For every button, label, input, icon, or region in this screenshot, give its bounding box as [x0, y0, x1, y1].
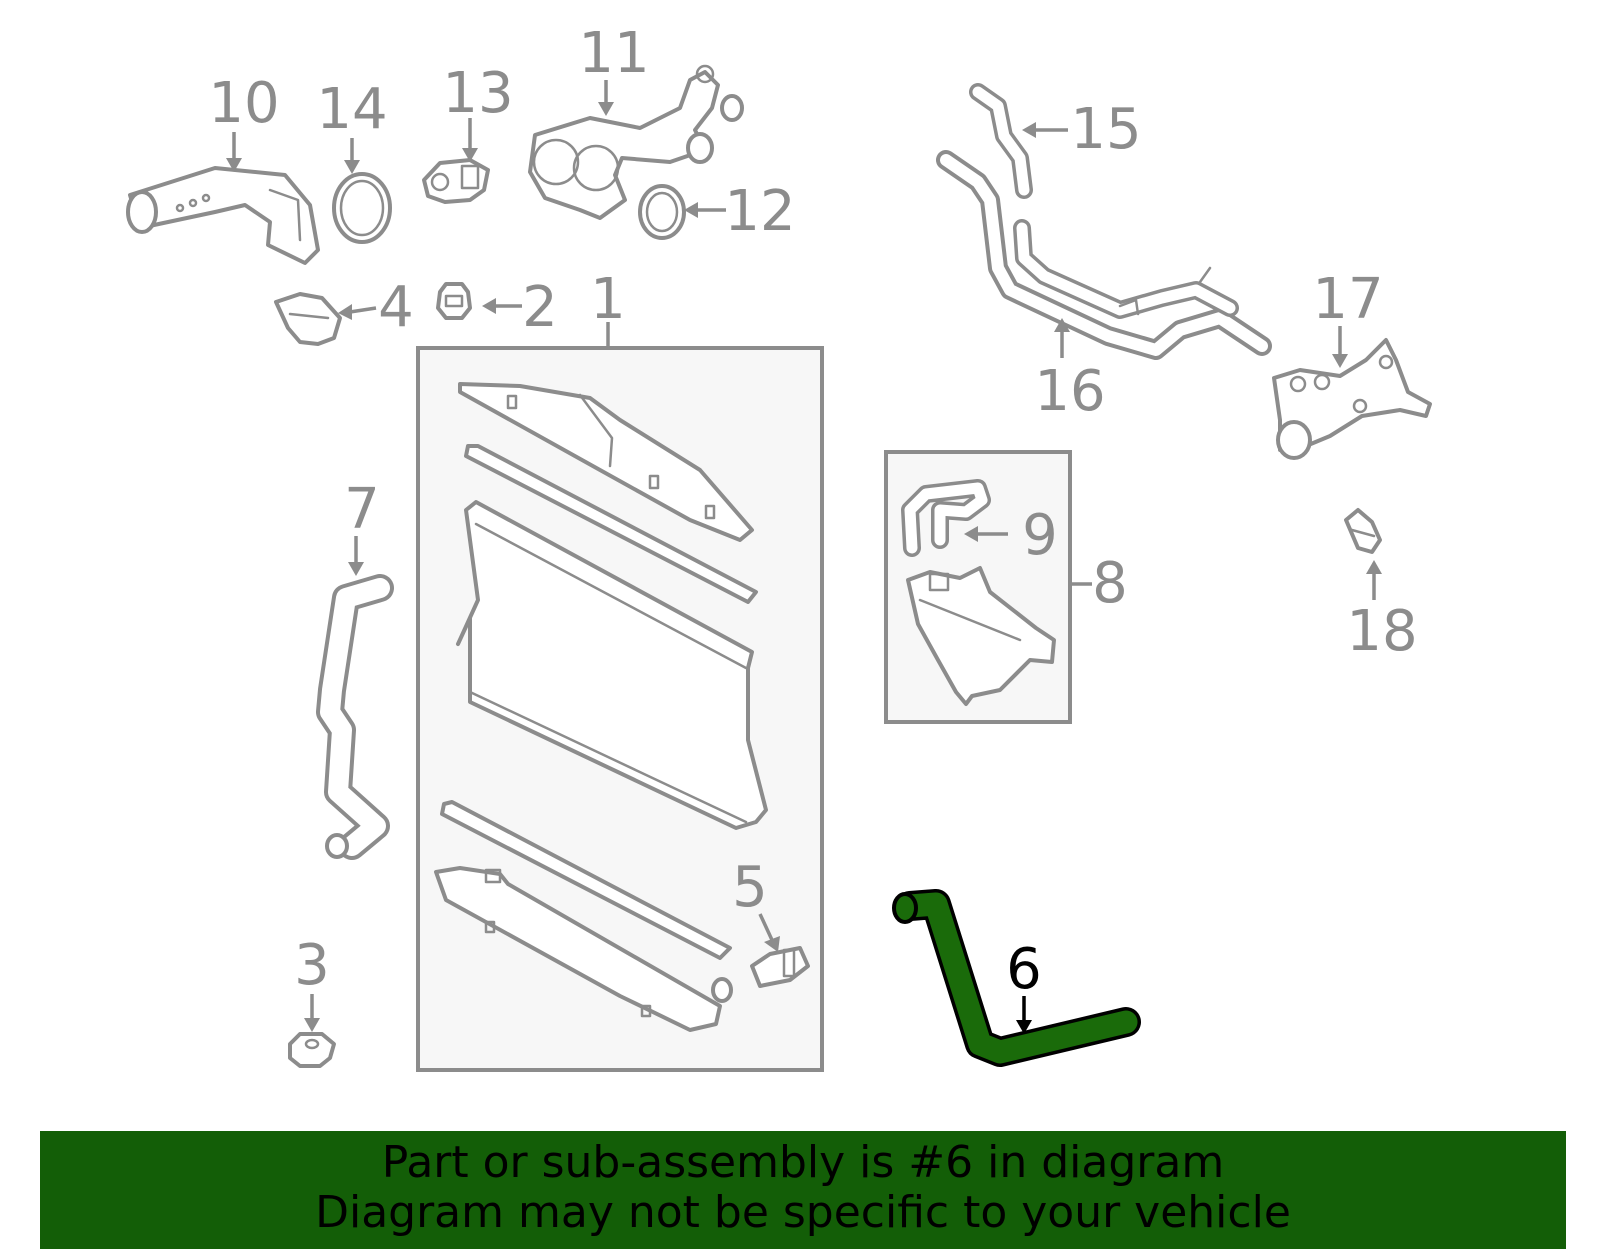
part-16-bypass-pipe[interactable]	[936, 150, 1272, 360]
callout-2: 2	[522, 275, 558, 340]
callout-14: 14	[316, 77, 387, 142]
part-3-plug[interactable]	[288, 1032, 336, 1068]
callout-8: 8	[1092, 551, 1128, 616]
part-4-radiator-cap[interactable]	[274, 292, 342, 346]
callout-17: 17	[1312, 267, 1383, 332]
callout-3: 3	[294, 933, 330, 998]
part-9-reservoir-hose[interactable]	[901, 479, 991, 557]
info-banner: Part or sub-assembly is #6 in diagram Di…	[40, 1131, 1566, 1249]
callout-1: 1	[590, 267, 626, 332]
callout-10: 10	[208, 71, 279, 136]
callout-18: 18	[1346, 599, 1417, 664]
callout-16: 16	[1034, 359, 1105, 424]
banner-line-2: Diagram may not be specific to your vehi…	[315, 1187, 1291, 1238]
part-18-temp-sensor[interactable]	[1344, 508, 1382, 554]
callout-5: 5	[732, 855, 768, 920]
part-2-drain-plug[interactable]	[436, 282, 472, 320]
part-7-upper-hose[interactable]	[316, 574, 394, 860]
part-11-water-outlet[interactable]	[528, 64, 744, 220]
part-10-water-inlet[interactable]	[126, 166, 320, 265]
callout-12: 12	[724, 179, 795, 244]
callout-15: 15	[1070, 97, 1141, 162]
part-15-bypass-hose[interactable]	[969, 83, 1033, 199]
part-8-reservoir-tank[interactable]	[906, 566, 1056, 706]
part-14-gasket[interactable]	[332, 172, 392, 244]
callout-4: 4	[378, 275, 414, 340]
callout-6: 6	[1006, 937, 1042, 1002]
part-17-water-outlet[interactable]	[1272, 338, 1432, 460]
callout-13: 13	[442, 61, 513, 126]
part-5-drain-cock[interactable]	[711, 946, 810, 1003]
callout-9: 9	[1022, 503, 1058, 568]
callout-7: 7	[344, 477, 380, 542]
part-12-o-ring[interactable]	[638, 184, 686, 240]
part-1-radiator[interactable]	[434, 382, 768, 1032]
banner-line-1: Part or sub-assembly is #6 in diagram	[381, 1137, 1225, 1188]
part-6-lower-hose[interactable]	[892, 889, 1141, 1067]
callout-11: 11	[578, 21, 649, 86]
part-13-thermostat[interactable]	[422, 158, 490, 204]
